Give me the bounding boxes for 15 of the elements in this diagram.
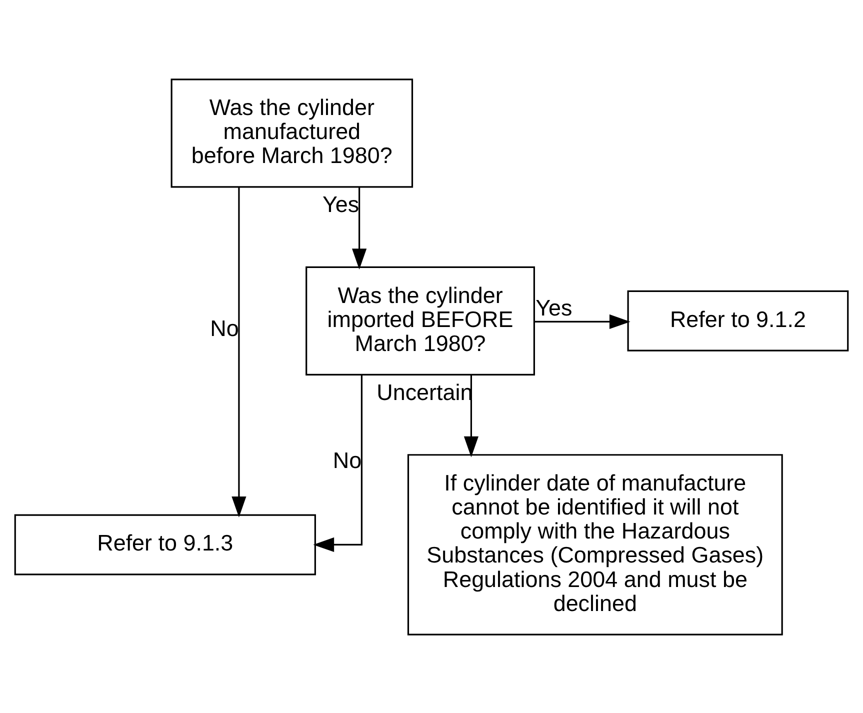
node-box: Refer to 9.1.2 [627, 290, 849, 351]
node-box: Was the cylinder manufactured before March 1980? [170, 78, 414, 188]
edge-label: No [210, 316, 239, 341]
node-box: Refer to 9.1.3 [14, 514, 316, 575]
arrow [534, 314, 630, 329]
edge-label: Yes [536, 295, 572, 320]
edge-label: Yes [322, 192, 360, 217]
edge-label: Uncertain [376, 380, 473, 405]
edge-label: No [332, 448, 362, 473]
arrow [232, 186, 246, 517]
node-box: Was the cylinder imported BEFORE March 1980? [306, 266, 535, 375]
arrow [313, 374, 362, 552]
arrow [464, 374, 479, 457]
node-box: If cylinder date of manufacture cannot be identified it will not comply with the Hazardous Substances (Compressed Gases) Regulations 2004 and must be declined [407, 454, 783, 635]
arrow [352, 186, 367, 270]
